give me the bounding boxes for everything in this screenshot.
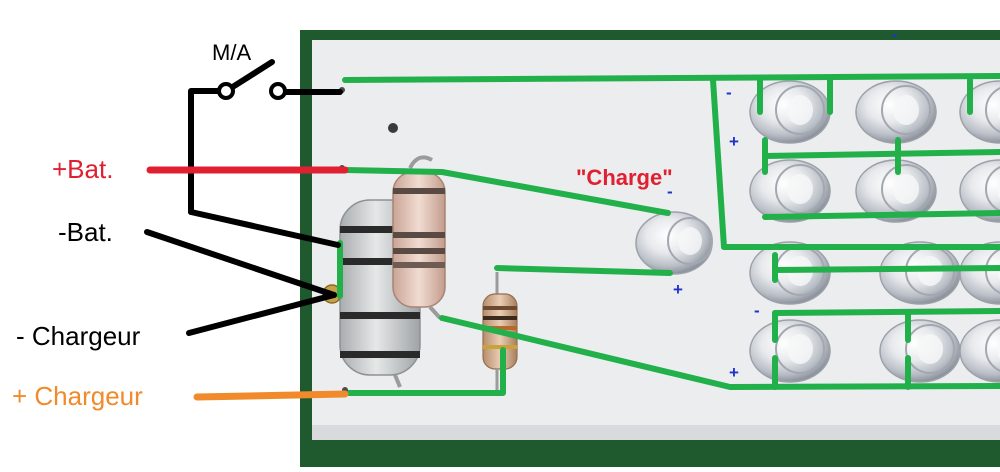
switch-left-wire (188, 88, 221, 215)
array-bottom-minus-mark: - (754, 301, 760, 320)
led-lens (749, 80, 831, 144)
switch-contact-left (217, 82, 235, 100)
array-top-plus-mark: + (729, 132, 739, 151)
trace-charger-plus (342, 347, 506, 396)
led-lens (855, 159, 937, 223)
chargeur-minus-lead (186, 292, 337, 336)
battery-plus-label: +Bat. (52, 154, 114, 184)
trace-switch-line (342, 73, 1000, 83)
charge-led (635, 211, 713, 275)
chargeur-minus-wire (144, 229, 337, 298)
led-lens (879, 319, 961, 383)
green-traces (337, 73, 1000, 396)
resistor (392, 155, 446, 320)
trace-bat-plus (342, 167, 671, 216)
charger-plus-label: + Chargeur (12, 381, 143, 411)
battery-minus-label: -Bat. (58, 217, 113, 247)
charge-led-minus-mark: - (667, 182, 673, 201)
led-lens (749, 159, 831, 223)
led-lens (749, 319, 831, 383)
switch-label: M/A (212, 40, 252, 65)
led-lens (959, 319, 1000, 383)
trace-led-outline (710, 77, 1000, 250)
chargeur-plus-wire (193, 390, 349, 401)
charge-led-plus-mark: + (673, 280, 683, 299)
switch-contact-right (269, 82, 287, 100)
charger-minus-label: - Chargeur (16, 321, 141, 351)
led-lens (879, 241, 961, 305)
led-lens (855, 80, 937, 144)
switch-lever (228, 59, 275, 91)
led-lens (749, 241, 831, 305)
charge-led-label: "Charge" (576, 165, 673, 190)
board-edge-minus-mark: - (892, 25, 898, 44)
trace-small-resistor (494, 265, 673, 276)
bat-minus-wire (188, 209, 341, 248)
array-top-minus-mark: - (726, 83, 732, 102)
array-bottom-plus-mark: + (729, 363, 739, 382)
led-lens (959, 159, 1000, 223)
